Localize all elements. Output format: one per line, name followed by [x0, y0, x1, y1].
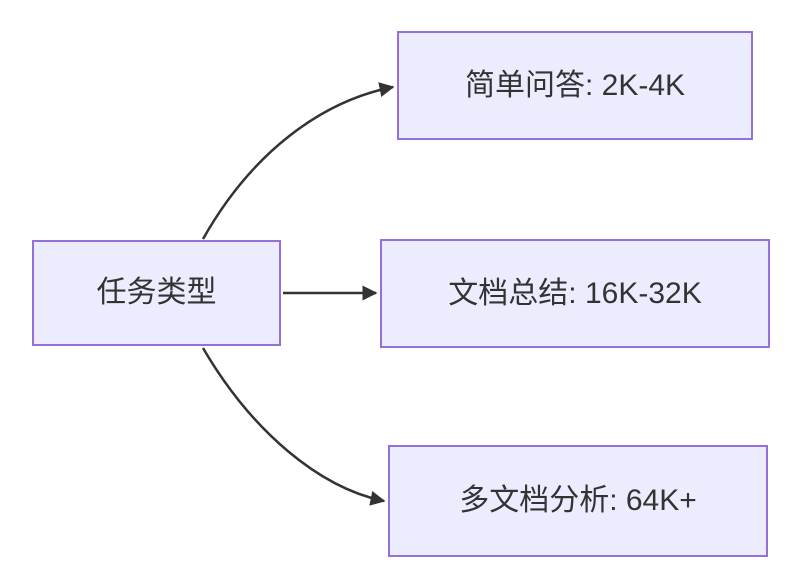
edge-root-to-simple-qa	[201, 82, 395, 240]
node-doc-summary: 文档总结: 16K-32K	[380, 239, 770, 348]
node-task-type: 任务类型	[32, 240, 281, 346]
node-multi-doc: 多文档分析: 64K+	[388, 445, 768, 557]
node-multi-doc-label: 多文档分析: 64K+	[459, 484, 697, 517]
node-simple-qa-label: 简单问答: 2K-4K	[464, 68, 686, 102]
edge-root-to-multi-doc	[201, 347, 386, 506]
node-doc-summary-label: 文档总结: 16K-32K	[448, 276, 702, 310]
node-simple-qa: 简单问答: 2K-4K	[397, 31, 753, 140]
node-task-type-label: 任务类型	[96, 276, 217, 309]
